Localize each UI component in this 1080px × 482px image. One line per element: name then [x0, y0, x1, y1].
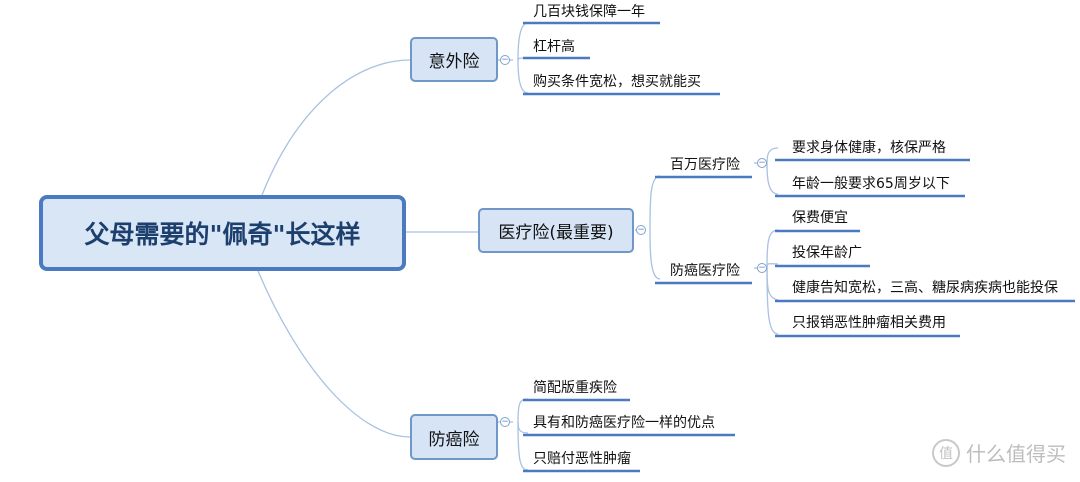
- sub-cancer-medical[interactable]: 防癌医疗险: [670, 263, 740, 279]
- cancer-medical-item-1: 保费便宜: [792, 210, 848, 226]
- cancer-medical-item-2: 投保年龄广: [792, 245, 862, 261]
- watermark: 值 什么值得买: [932, 438, 1066, 467]
- root-topic[interactable]: 父母需要的"佩奇"长这样: [39, 195, 406, 271]
- collapse-cancer-button[interactable]: −: [500, 417, 510, 427]
- branch-cancer-label: 防癌险: [428, 429, 480, 450]
- collapse-cancer-medical-button[interactable]: −: [757, 263, 767, 273]
- branch-medical-label: 医疗险(最重要): [498, 223, 614, 243]
- cancer-item-2: 具有和防癌医疗险一样的优点: [533, 415, 715, 431]
- collapse-medical-button[interactable]: −: [636, 225, 646, 235]
- sub-million-medical[interactable]: 百万医疗险: [670, 157, 740, 173]
- cancer-item-1: 简配版重疾险: [533, 380, 617, 396]
- cancer-item-3: 只赔付恶性肿瘤: [533, 451, 631, 467]
- accident-item-1: 几百块钱保障一年: [533, 4, 645, 20]
- branch-accident-label: 意外险: [428, 52, 480, 72]
- accident-item-2: 杠杆高: [533, 39, 575, 55]
- watermark-text: 什么值得买: [966, 442, 1066, 466]
- cancer-medical-item-3: 健康告知宽松，三高、糖尿病疾病也能投保: [792, 280, 1058, 296]
- collapse-accident-button[interactable]: −: [500, 55, 510, 65]
- root-topic-label: 父母需要的"佩奇"长这样: [84, 220, 361, 249]
- branch-cancer-insurance[interactable]: 防癌险: [410, 414, 498, 460]
- watermark-logo-icon: 值: [932, 438, 960, 467]
- million-item-2: 年龄一般要求65周岁以下: [792, 176, 950, 192]
- branch-accident-insurance[interactable]: 意外险: [410, 37, 498, 82]
- branch-medical-insurance[interactable]: 医疗险(最重要): [478, 208, 634, 253]
- cancer-medical-item-4: 只报销恶性肿瘤相关费用: [792, 315, 946, 331]
- collapse-million-button[interactable]: −: [757, 158, 767, 168]
- million-item-1: 要求身体健康，核保严格: [792, 140, 946, 156]
- accident-item-3: 购买条件宽松，想买就能买: [533, 74, 701, 90]
